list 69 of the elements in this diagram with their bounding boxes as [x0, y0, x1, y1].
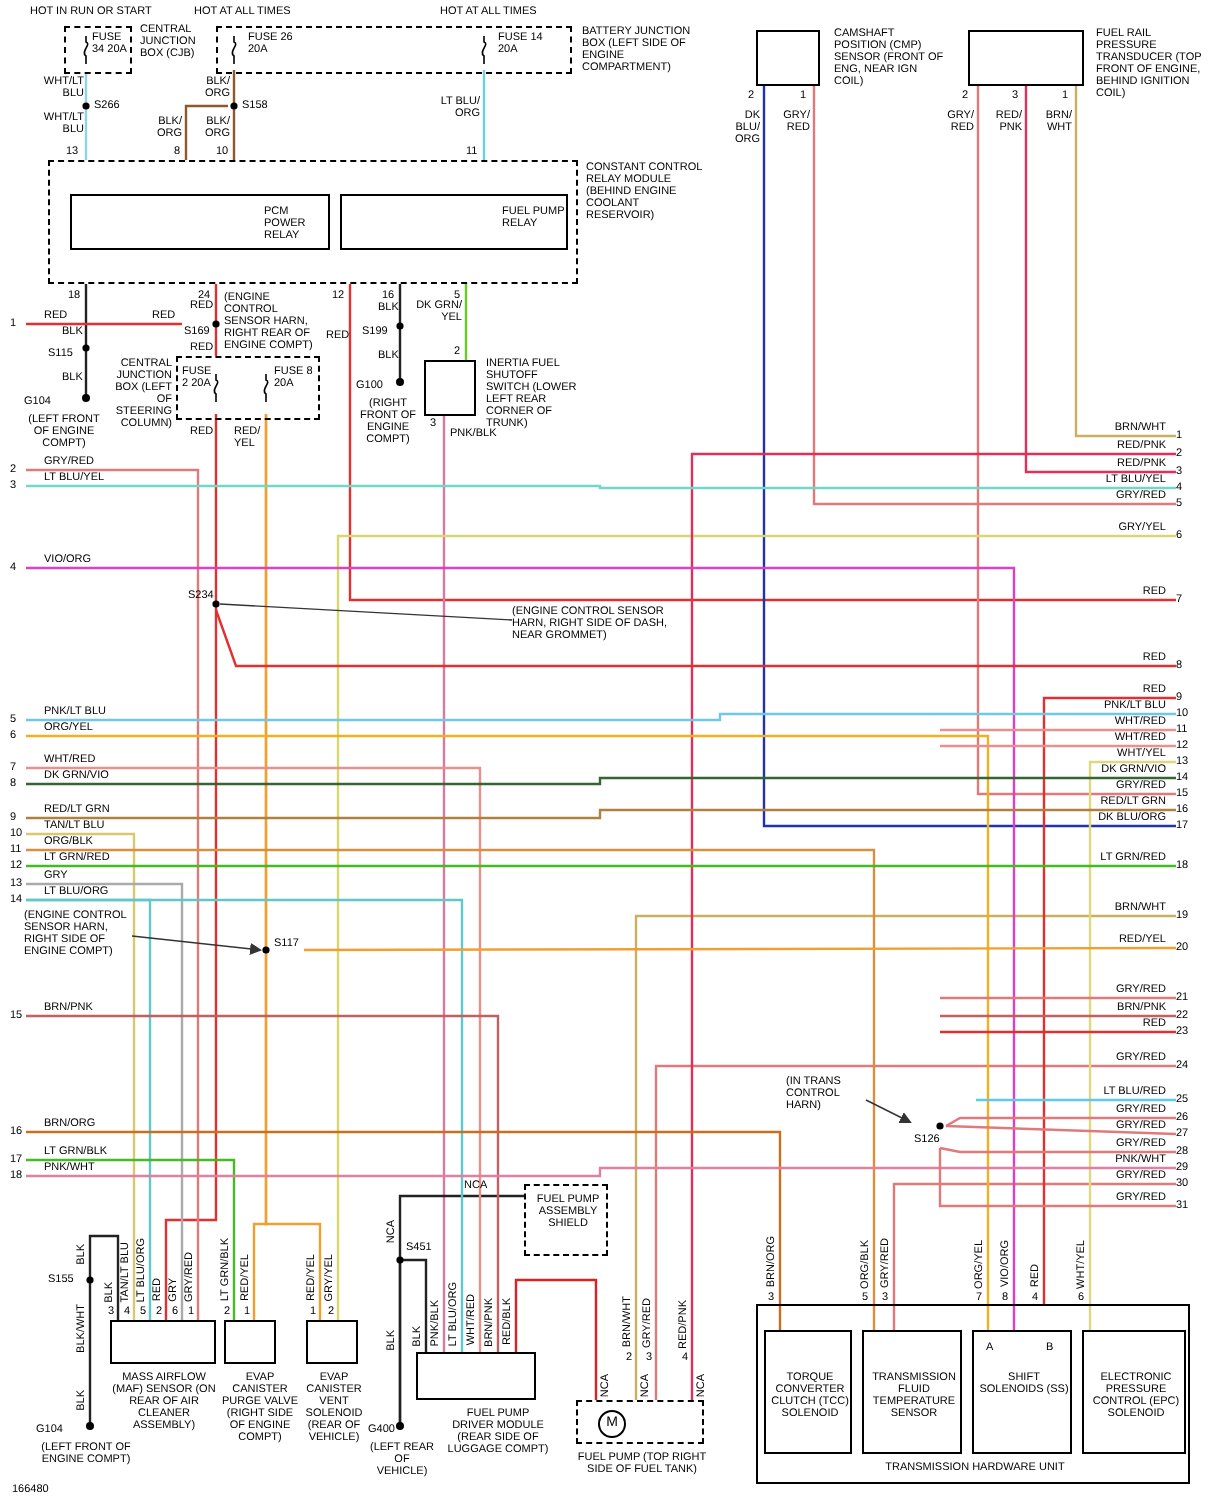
solenoid — [764, 1330, 852, 1454]
wire — [442, 416, 446, 1352]
wire — [26, 848, 876, 1330]
wire — [26, 1014, 500, 1352]
wire — [1088, 760, 1176, 1330]
wire — [26, 712, 1176, 722]
wire — [214, 284, 218, 356]
relay — [70, 194, 330, 250]
wire — [945, 1116, 1176, 1128]
wire — [84, 74, 88, 160]
wire — [938, 1148, 1176, 1208]
wire — [26, 776, 1176, 786]
wire — [26, 898, 464, 1352]
wire — [940, 1014, 1176, 1018]
wire — [1024, 86, 1176, 474]
wire — [1042, 696, 1176, 1304]
wire — [398, 1194, 524, 1424]
leader-line — [131, 935, 262, 955]
wire — [26, 1158, 236, 1320]
wire — [812, 86, 1176, 506]
wire — [482, 70, 486, 160]
wire — [26, 864, 1176, 868]
wire — [940, 744, 1176, 748]
wire — [940, 728, 1176, 732]
wire — [26, 322, 182, 326]
wire — [348, 284, 1176, 602]
relay — [340, 194, 568, 250]
wire — [26, 566, 1016, 1330]
wire — [336, 534, 1176, 1320]
wire — [304, 946, 1176, 952]
wire — [26, 808, 1176, 820]
solenoid — [1082, 1330, 1186, 1454]
wire — [264, 414, 322, 1320]
wire — [26, 484, 1176, 490]
fuse-box — [64, 26, 132, 74]
wire — [84, 284, 88, 396]
wire — [26, 1166, 1176, 1178]
wire — [26, 734, 990, 1330]
leader-line — [865, 1099, 912, 1123]
wire — [940, 996, 1176, 1000]
wire — [26, 766, 482, 1352]
wire — [939, 1146, 1176, 1154]
wire — [398, 284, 402, 380]
solenoid — [972, 1330, 1072, 1454]
wire — [976, 86, 1176, 796]
wire — [634, 914, 1176, 1400]
wire — [514, 1278, 598, 1400]
wire — [26, 882, 184, 1320]
wire — [184, 104, 228, 160]
wire — [976, 1098, 1176, 1102]
wire — [654, 1064, 1176, 1400]
leader-line — [219, 603, 513, 621]
wire — [26, 1130, 782, 1330]
wire — [464, 284, 468, 360]
wire — [945, 1124, 1177, 1136]
wire — [1074, 86, 1176, 438]
wire — [214, 609, 1176, 668]
wire — [26, 832, 136, 1320]
wire — [26, 468, 200, 1320]
temperature-sensor — [862, 1330, 962, 1454]
wire — [892, 1182, 1176, 1330]
pump-shield — [524, 1184, 608, 1256]
transmission-unit — [756, 1304, 1190, 1484]
wire — [164, 414, 218, 1320]
wire — [690, 452, 1176, 1400]
wire — [88, 1234, 120, 1424]
wire — [232, 70, 236, 160]
wire — [762, 86, 1176, 828]
wire — [940, 1030, 1176, 1034]
